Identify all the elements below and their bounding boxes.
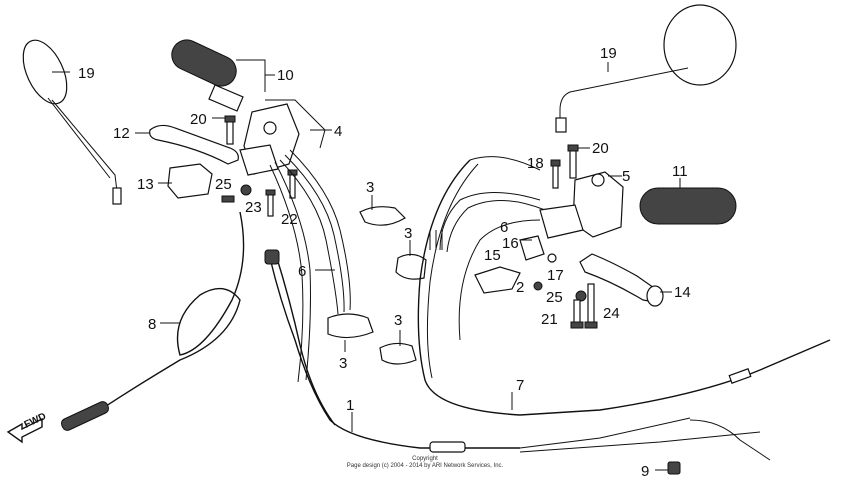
left-switch-housing[interactable] bbox=[239, 103, 300, 176]
callout-18: 18 bbox=[527, 155, 544, 172]
callout-3d: 3 bbox=[394, 312, 402, 329]
callout-17: 17 bbox=[547, 267, 564, 284]
callout-3c: 3 bbox=[339, 355, 347, 372]
harness-clip-2[interactable] bbox=[395, 253, 427, 280]
left-switch-wires[interactable] bbox=[269, 149, 351, 383]
callout-10: 10 bbox=[277, 67, 294, 84]
fwd-label: FWD bbox=[23, 411, 48, 431]
callout-3b: 3 bbox=[404, 225, 412, 242]
copyright-line-1: Copyright bbox=[412, 456, 438, 462]
callout-24: 24 bbox=[603, 305, 620, 322]
callout-14: 14 bbox=[674, 284, 691, 301]
callout-6-left: 6 bbox=[298, 263, 306, 280]
left-mirror[interactable] bbox=[14, 34, 122, 205]
callout-5: 5 bbox=[622, 168, 630, 185]
callout-4: 4 bbox=[334, 123, 342, 140]
screw-2[interactable] bbox=[533, 281, 543, 291]
nut-25-right[interactable] bbox=[575, 290, 587, 302]
screw-23[interactable] bbox=[265, 189, 276, 217]
callout-16: 16 bbox=[502, 235, 519, 252]
bolt-18[interactable] bbox=[550, 159, 561, 189]
cable-end-9[interactable] bbox=[667, 419, 771, 475]
front-brake-lever[interactable] bbox=[579, 253, 664, 307]
harness-clip-3[interactable] bbox=[327, 313, 374, 339]
callout-12: 12 bbox=[113, 125, 130, 142]
bolt-21[interactable] bbox=[570, 299, 584, 329]
right-mirror[interactable] bbox=[555, 4, 737, 133]
callout-21: 21 bbox=[541, 311, 558, 328]
clutch-cable[interactable] bbox=[60, 211, 245, 432]
nut-25-left[interactable] bbox=[240, 184, 252, 196]
callout-2: 2 bbox=[516, 279, 524, 296]
harness-clip-4[interactable] bbox=[379, 342, 417, 365]
screw-22[interactable] bbox=[287, 169, 298, 199]
callout-15: 15 bbox=[484, 247, 501, 264]
fwd-arrow: FWD bbox=[6, 411, 48, 444]
right-grip[interactable] bbox=[639, 187, 737, 225]
callout-6-right: 6 bbox=[500, 219, 508, 236]
bolt-20-left[interactable] bbox=[224, 115, 236, 145]
clutch-lever-bracket[interactable] bbox=[167, 163, 235, 203]
callout-1: 1 bbox=[346, 397, 354, 414]
callout-9: 9 bbox=[641, 463, 649, 480]
callout-19-right: 19 bbox=[600, 45, 617, 62]
callout-20-right: 20 bbox=[592, 140, 609, 157]
copyright-line-2: Page design (c) 2004 - 2014 by ARI Netwo… bbox=[347, 463, 504, 469]
callout-25-left: 25 bbox=[215, 176, 232, 193]
callout-20-left: 20 bbox=[190, 111, 207, 128]
throttle-cable[interactable] bbox=[264, 249, 761, 453]
pivot-bolt-17[interactable] bbox=[547, 253, 557, 263]
harness-clip-1[interactable] bbox=[359, 206, 406, 226]
callout-13: 13 bbox=[137, 176, 154, 193]
bolt-20-right[interactable] bbox=[567, 144, 579, 179]
left-grip[interactable] bbox=[167, 35, 244, 112]
callout-7: 7 bbox=[516, 377, 524, 394]
bolt-24[interactable] bbox=[584, 283, 598, 329]
callout-25-right: 25 bbox=[546, 289, 563, 306]
callout-23: 23 bbox=[245, 199, 262, 216]
choke-cable[interactable] bbox=[417, 156, 831, 416]
callout-8: 8 bbox=[148, 316, 156, 333]
lever-bracket-16[interactable] bbox=[519, 235, 545, 261]
right-switch-wires[interactable] bbox=[429, 192, 546, 341]
clutch-lever[interactable] bbox=[149, 124, 239, 165]
bracket-15[interactable] bbox=[474, 266, 521, 294]
callout-11: 11 bbox=[672, 163, 688, 180]
callout-19-left: 19 bbox=[78, 65, 95, 82]
right-switch-housing[interactable] bbox=[539, 171, 624, 239]
callout-3a: 3 bbox=[366, 179, 374, 196]
callout-22: 22 bbox=[281, 211, 298, 228]
